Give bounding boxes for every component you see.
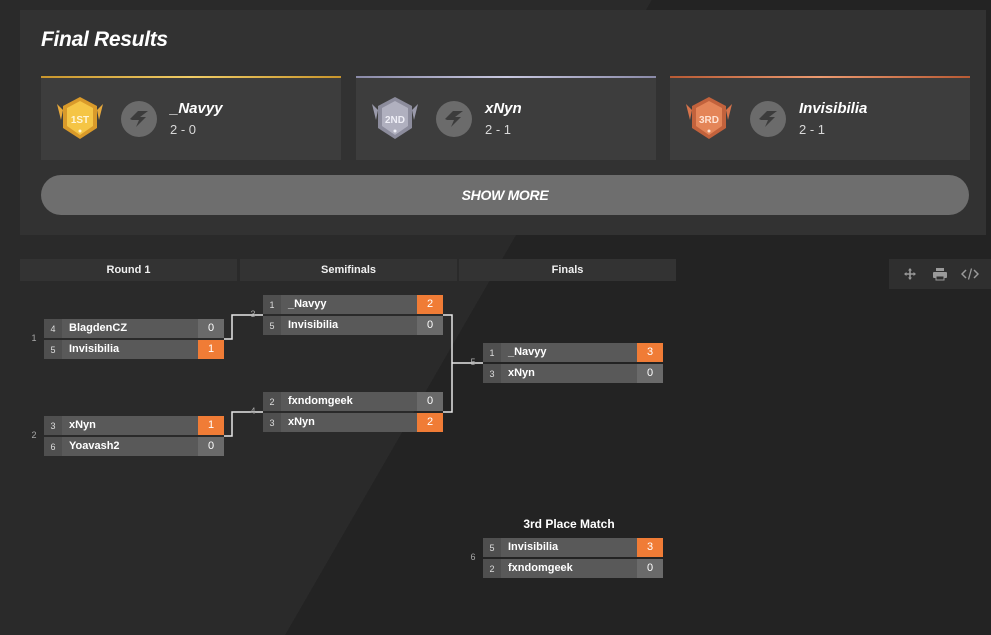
seed: 2: [263, 392, 281, 411]
match-number: 2: [31, 430, 37, 440]
seed: 4: [44, 319, 62, 338]
place-accent-line: [670, 76, 970, 78]
team-record: 2 - 1: [485, 122, 512, 137]
place-card-third[interactable]: 3RD Invisibilia 2 - 1: [670, 76, 970, 160]
match-1[interactable]: 1 4 BlagdenCZ 0 5 Invisibilia 1: [31, 319, 224, 359]
player-name: xNyn: [69, 419, 96, 431]
match-number: 5: [470, 357, 476, 367]
player-name: fxndomgeek: [288, 395, 353, 407]
player-score: 2: [417, 295, 443, 314]
seed: 6: [44, 437, 62, 456]
match-slot[interactable]: 3 xNyn 2: [263, 413, 443, 432]
match-slot[interactable]: 1 _Navyy 2: [263, 295, 443, 314]
team-logo-icon: [750, 101, 786, 137]
player-score: 1: [198, 340, 224, 359]
team-record: 2 - 1: [799, 122, 826, 137]
team-name[interactable]: Invisibilia: [799, 100, 868, 117]
show-more-button[interactable]: SHOW MORE: [41, 175, 969, 215]
seed: 3: [44, 416, 62, 435]
medal-label: 1ST: [71, 115, 89, 126]
match-slot[interactable]: 5 Invisibilia 0: [263, 316, 443, 335]
match-2[interactable]: 2 3 xNyn 1 6 Yoavash2 0: [31, 416, 224, 456]
bronze-medal-icon: 3RD: [686, 97, 732, 139]
player-name: xNyn: [508, 367, 535, 379]
third-place-title: 3rd Place Match: [523, 517, 615, 531]
move-icon[interactable]: [899, 263, 921, 285]
player-score: 0: [637, 559, 663, 578]
team-record: 2 - 0: [170, 122, 197, 137]
player-name: Yoavash2: [69, 440, 120, 452]
medal-label: 2ND: [385, 115, 405, 126]
round-header-semifinals: Semifinals: [240, 259, 457, 281]
match-slot[interactable]: 1 _Navyy 3: [483, 343, 663, 362]
match-4[interactable]: 4 2 fxndomgeek 0 3 xNyn 2: [250, 392, 443, 432]
medal-label: 3RD: [699, 115, 719, 126]
place-accent-line: [41, 76, 341, 78]
gold-medal-icon: 1ST: [57, 97, 103, 139]
seed: 3: [263, 413, 281, 432]
match-slot[interactable]: 3 xNyn 1: [44, 416, 224, 435]
round-header-round-1: Round 1: [20, 259, 237, 281]
player-name: Invisibilia: [288, 319, 339, 331]
match-number: 4: [250, 406, 256, 416]
match-3[interactable]: 3 1 _Navyy 2 5 Invisibilia 0: [250, 295, 443, 335]
team-name[interactable]: _Navyy: [170, 100, 223, 117]
match-number: 1: [31, 333, 37, 343]
team-logo-icon: [121, 101, 157, 137]
player-score: 0: [637, 364, 663, 383]
final-results-panel: Final Results 1ST _Navyy 2 - 0 2ND: [20, 10, 986, 235]
round-header-finals: Finals: [459, 259, 676, 281]
final-results-title: Final Results: [41, 28, 168, 51]
match-slot[interactable]: 2 fxndomgeek 0: [483, 559, 663, 578]
team-logo-icon: [436, 101, 472, 137]
code-icon[interactable]: [959, 263, 981, 285]
player-score: 3: [637, 343, 663, 362]
seed: 2: [483, 559, 501, 578]
player-name: Invisibilia: [69, 343, 120, 355]
match-slot[interactable]: 6 Yoavash2 0: [44, 437, 224, 456]
match-5-final[interactable]: 5 1 _Navyy 3 3 xNyn 0: [470, 343, 663, 383]
print-icon[interactable]: [929, 263, 951, 285]
match-slot[interactable]: 4 BlagdenCZ 0: [44, 319, 224, 338]
seed: 5: [483, 538, 501, 557]
player-score: 0: [198, 319, 224, 338]
seed: 1: [263, 295, 281, 314]
player-score: 2: [417, 413, 443, 432]
player-name: BlagdenCZ: [69, 322, 128, 334]
silver-medal-icon: 2ND: [372, 97, 418, 139]
match-slot[interactable]: 2 fxndomgeek 0: [263, 392, 443, 411]
player-score: 0: [417, 316, 443, 335]
seed: 3: [483, 364, 501, 383]
player-name: fxndomgeek: [508, 562, 573, 574]
match-number: 6: [470, 552, 476, 562]
player-score: 3: [637, 538, 663, 557]
player-score: 0: [198, 437, 224, 456]
player-name: Invisibilia: [508, 541, 559, 553]
player-score: 1: [198, 416, 224, 435]
match-slot[interactable]: 5 Invisibilia 1: [44, 340, 224, 359]
place-accent-line: [356, 76, 656, 78]
place-card-first[interactable]: 1ST _Navyy 2 - 0: [41, 76, 341, 160]
seed: 5: [44, 340, 62, 359]
player-name: _Navyy: [288, 298, 327, 310]
bracket-toolbar: [889, 259, 991, 289]
player-score: 0: [417, 392, 443, 411]
team-name[interactable]: xNyn: [485, 100, 522, 117]
place-card-second[interactable]: 2ND xNyn 2 - 1: [356, 76, 656, 160]
match-slot[interactable]: 3 xNyn 0: [483, 364, 663, 383]
player-name: _Navyy: [508, 346, 547, 358]
match-6-third-place[interactable]: 6 5 Invisibilia 3 2 fxndomgeek 0: [470, 538, 663, 578]
player-name: xNyn: [288, 416, 315, 428]
match-slot[interactable]: 5 Invisibilia 3: [483, 538, 663, 557]
seed: 5: [263, 316, 281, 335]
match-number: 3: [250, 309, 256, 319]
seed: 1: [483, 343, 501, 362]
